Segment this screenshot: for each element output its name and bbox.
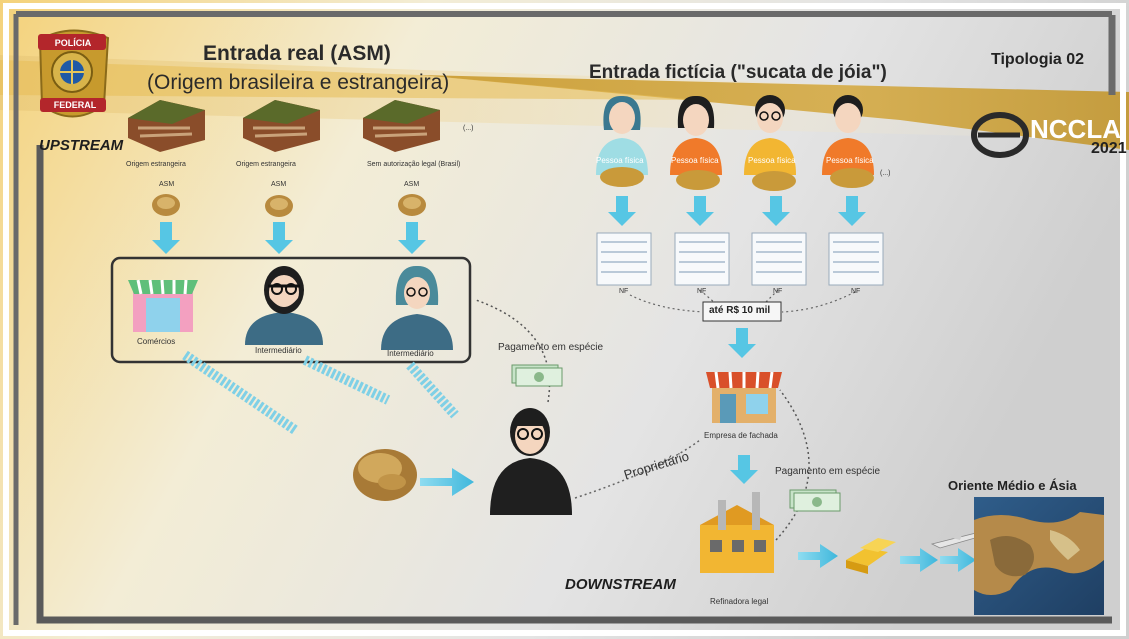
payment-label-left: Pagamento em espécie bbox=[498, 342, 604, 353]
flow-arrows-persons bbox=[608, 196, 866, 226]
person-label-4: Pessoa física bbox=[826, 156, 874, 165]
badge-top-text: POLÍCIA bbox=[54, 38, 92, 48]
mine-icon-2 bbox=[243, 100, 320, 152]
mine-label-3: Sem autorização legal (Brasil) bbox=[367, 161, 461, 168]
intermediary-woman-icon bbox=[381, 265, 453, 350]
asm-label-3: ASM bbox=[404, 181, 420, 188]
shell-company-label: Empresa de fachada bbox=[704, 431, 778, 440]
police-badge-icon bbox=[38, 29, 110, 118]
enccla-logo-icon bbox=[971, 112, 1029, 158]
gold-pile-icon bbox=[353, 449, 417, 501]
upstream-label: UPSTREAM bbox=[39, 137, 124, 154]
person-label-2: Pessoa física bbox=[671, 156, 719, 165]
gold-nugget-icon-2 bbox=[265, 195, 293, 217]
person-label-3: Pessoa física bbox=[748, 156, 796, 165]
subtitle-left: (Origem brasileira e estrangeira) bbox=[147, 71, 450, 94]
refinery-label: Refinadora legal bbox=[710, 597, 769, 606]
person-icon-2 bbox=[670, 95, 722, 190]
gold-nugget-icon-3 bbox=[398, 194, 426, 216]
hatched-arrows bbox=[182, 350, 459, 435]
intermediary-man-icon bbox=[245, 266, 323, 345]
shop-icon bbox=[128, 279, 198, 332]
mine-label-1: Origem estrangeira bbox=[126, 161, 186, 168]
money-icon-left bbox=[511, 364, 563, 387]
person-label-1: Pessoa física bbox=[596, 156, 644, 165]
mine-label-2: Origem estrangeira bbox=[236, 161, 296, 168]
flow-arrows-upstream bbox=[152, 222, 426, 254]
owner-line bbox=[574, 439, 701, 499]
limit-label: até R$ 10 mil bbox=[709, 305, 771, 316]
person-icon-1 bbox=[596, 95, 648, 187]
mine-ellipsis: (...) bbox=[463, 125, 474, 132]
world-map-icon bbox=[974, 497, 1104, 615]
gold-bars-icon bbox=[846, 538, 896, 574]
payment-label-right: Pagamento em espécie bbox=[775, 466, 881, 477]
destination-label: Oriente Médio e Ásia bbox=[948, 478, 1077, 493]
buyer-label-1: Comércios bbox=[137, 337, 176, 346]
title-left: Entrada real (ASM) bbox=[203, 42, 391, 65]
refinery-icon bbox=[700, 492, 774, 573]
persons-ellipsis: (...) bbox=[880, 170, 891, 177]
enccla-name: NCCLA bbox=[1030, 114, 1121, 144]
nf-label-2: NF bbox=[697, 288, 707, 295]
title-right: Entrada fictícia ("sucata de jóia") bbox=[589, 62, 887, 83]
asm-label-1: ASM bbox=[159, 181, 175, 188]
downstream-label: DOWNSTREAM bbox=[565, 576, 676, 593]
mine-icon-3 bbox=[363, 100, 440, 152]
shell-company-icon bbox=[706, 371, 782, 423]
person-icon-3 bbox=[744, 95, 796, 191]
buyer-label-3: Intermediário bbox=[387, 349, 434, 358]
person-icon-4 bbox=[822, 95, 874, 188]
pile-to-owner-arrow bbox=[420, 468, 474, 496]
money-icon-right bbox=[789, 489, 841, 512]
mine-icon-1 bbox=[128, 100, 205, 152]
buyer-label-2: Intermediário bbox=[255, 346, 302, 355]
payment-line-right bbox=[775, 389, 810, 541]
nf-label-3: NF bbox=[773, 288, 783, 295]
badge-bottom-text: FEDERAL bbox=[53, 100, 97, 110]
enccla-year: 2021 bbox=[1091, 140, 1127, 157]
asm-label-2: ASM bbox=[271, 181, 287, 188]
nf-label-4: NF bbox=[851, 288, 861, 295]
nf-label-1: NF bbox=[619, 288, 629, 295]
invoice-lines bbox=[601, 241, 879, 273]
tipologia-label: Tipologia 02 bbox=[991, 51, 1085, 68]
buyers-box bbox=[110, 256, 472, 364]
owner-man-icon bbox=[490, 408, 572, 515]
limit-box bbox=[702, 301, 782, 322]
gold-nugget-icon-1 bbox=[152, 194, 180, 216]
